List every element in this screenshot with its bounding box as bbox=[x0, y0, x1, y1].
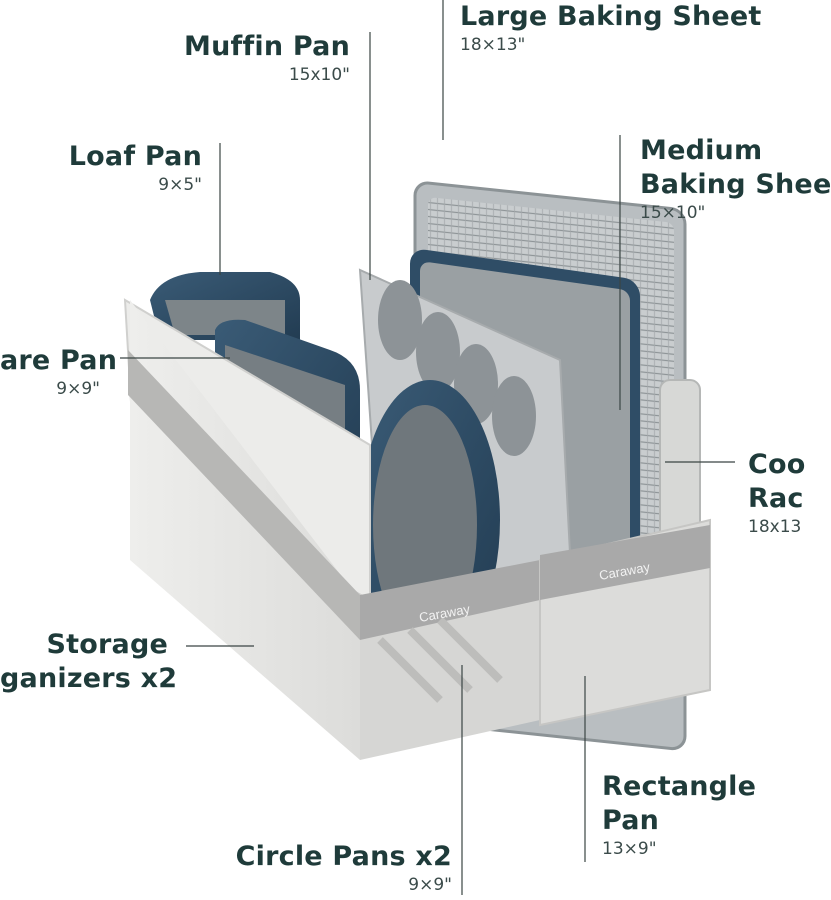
square-pan-name: are Pan bbox=[0, 345, 118, 376]
muffin-pan-size: 15x10" bbox=[288, 65, 350, 85]
circle-pans-name: Circle Pans x2 bbox=[235, 841, 452, 872]
storage-organizer-left bbox=[123, 298, 540, 760]
label-loaf-pan: Loaf Pan 9×5" bbox=[40, 140, 202, 196]
label-large-baking-sheet: Large Baking Sheet 18×13" bbox=[460, 0, 762, 56]
label-storage-organizers: Storage ganizers x2 bbox=[0, 628, 178, 696]
label-cooling-rack: Coo Rac 18x13 bbox=[748, 448, 806, 538]
loaf-pan-size: 9×5" bbox=[158, 175, 202, 195]
label-rectangle-pan: Rectangle Pan 13×9" bbox=[602, 770, 756, 860]
circle-pans-size: 9×9" bbox=[408, 875, 452, 895]
label-muffin-pan: Muffin Pan 15x10" bbox=[160, 30, 350, 86]
leader-lines bbox=[120, 0, 735, 895]
label-square-pan: are Pan 9×9" bbox=[0, 344, 118, 400]
storage-organizers-name-line2: ganizers x2 bbox=[0, 663, 178, 694]
label-circle-pans: Circle Pans x2 9×9" bbox=[200, 840, 452, 896]
loaf-pan-name: Loaf Pan bbox=[68, 141, 202, 172]
rectangle-pan-size: 13×9" bbox=[602, 839, 657, 859]
medium-baking-sheet-name-line1: Medium bbox=[640, 135, 763, 166]
square-pan-size: 9×9" bbox=[56, 379, 100, 399]
medium-baking-sheet-size: 15×10" bbox=[640, 203, 706, 223]
cooling-rack-name-line2: Rac bbox=[748, 483, 804, 514]
rectangle-pan-name-line2: Pan bbox=[602, 805, 660, 836]
label-medium-baking-sheet: Medium Baking Shee 15×10" bbox=[640, 134, 831, 224]
muffin-pan-name: Muffin Pan bbox=[184, 31, 350, 62]
medium-baking-sheet-name-line2: Baking Shee bbox=[640, 169, 831, 200]
cooling-rack-name-line1: Coo bbox=[748, 449, 806, 480]
storage-organizer-right bbox=[539, 518, 711, 727]
large-baking-sheet-size: 18×13" bbox=[460, 35, 526, 55]
cooling-rack-size: 18x13 bbox=[748, 517, 802, 537]
product-illustration: Caraway Caraway bbox=[120, 0, 735, 895]
rectangle-pan-name-line1: Rectangle bbox=[602, 771, 757, 802]
storage-organizers-name-line1: Storage bbox=[46, 629, 168, 660]
large-baking-sheet-name: Large Baking Sheet bbox=[460, 1, 762, 32]
